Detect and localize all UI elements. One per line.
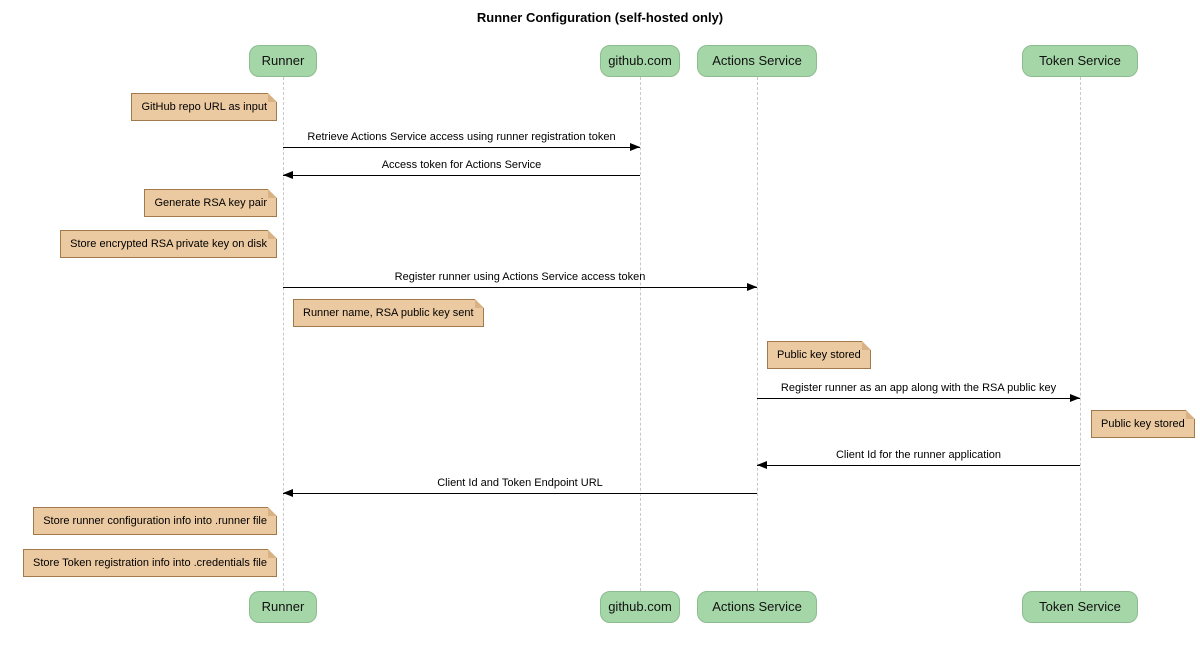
lifeline-github bbox=[640, 77, 641, 591]
participant-token-service-top: Token Service bbox=[1022, 45, 1138, 77]
note-fold-icon bbox=[268, 507, 277, 516]
arrowhead-left-icon bbox=[283, 171, 293, 179]
lifeline-actions-service bbox=[757, 77, 758, 591]
message-register-app: Register runner as an app along with the… bbox=[757, 382, 1080, 402]
arrowhead-right-icon bbox=[630, 143, 640, 151]
participant-runner-bottom: Runner bbox=[249, 591, 317, 623]
note-generate-rsa: Generate RSA key pair bbox=[144, 189, 277, 217]
note-fold-icon bbox=[474, 299, 484, 308]
message-label: Retrieve Actions Service access using ru… bbox=[307, 131, 616, 143]
arrowhead-right-icon bbox=[1070, 394, 1080, 402]
arrowhead-left-icon bbox=[757, 461, 767, 469]
note-fold-icon bbox=[268, 189, 277, 198]
lifeline-runner bbox=[283, 77, 284, 591]
message-label: Access token for Actions Service bbox=[381, 159, 542, 171]
note-text: Store Token registration info into .cred… bbox=[33, 557, 267, 569]
note-public-key-stored-token: Public key stored bbox=[1091, 410, 1195, 438]
message-label: Client Id and Token Endpoint URL bbox=[437, 477, 603, 489]
participant-token-service-bottom: Token Service bbox=[1022, 591, 1138, 623]
note-text: GitHub repo URL as input bbox=[141, 101, 267, 113]
note-runner-name-sent: Runner name, RSA public key sent bbox=[293, 299, 484, 327]
arrowhead-right-icon bbox=[747, 283, 757, 291]
message-line bbox=[283, 283, 757, 291]
note-text: Runner name, RSA public key sent bbox=[303, 307, 474, 319]
note-store-runner-file: Store runner configuration info into .ru… bbox=[33, 507, 277, 535]
lifeline-token-service bbox=[1080, 77, 1081, 591]
note-store-private-key: Store encrypted RSA private key on disk bbox=[60, 230, 277, 258]
message-access-token: Access token for Actions Service bbox=[283, 159, 640, 179]
message-line bbox=[283, 171, 640, 179]
message-register-runner: Register runner using Actions Service ac… bbox=[283, 271, 757, 291]
message-label: Register runner using Actions Service ac… bbox=[394, 271, 646, 283]
note-repo-url: GitHub repo URL as input bbox=[131, 93, 277, 121]
diagram-title: Runner Configuration (self-hosted only) bbox=[476, 10, 724, 25]
note-fold-icon bbox=[268, 549, 277, 558]
participant-actions-service-top: Actions Service bbox=[697, 45, 817, 77]
message-client-id-endpoint: Client Id and Token Endpoint URL bbox=[283, 477, 757, 497]
note-fold-icon bbox=[1185, 410, 1195, 419]
participant-github-top: github.com bbox=[600, 45, 680, 77]
message-label: Client Id for the runner application bbox=[835, 449, 1002, 461]
message-retrieve-access: Retrieve Actions Service access using ru… bbox=[283, 131, 640, 151]
message-line bbox=[757, 461, 1080, 469]
note-fold-icon bbox=[268, 93, 277, 102]
note-text: Store encrypted RSA private key on disk bbox=[70, 238, 267, 250]
message-label: Register runner as an app along with the… bbox=[780, 382, 1057, 394]
note-text: Public key stored bbox=[777, 349, 861, 361]
message-line bbox=[757, 394, 1080, 402]
note-fold-icon bbox=[268, 230, 277, 239]
message-line bbox=[283, 143, 640, 151]
note-store-credentials-file: Store Token registration info into .cred… bbox=[23, 549, 277, 577]
note-text: Store runner configuration info into .ru… bbox=[43, 515, 267, 527]
participant-github-bottom: github.com bbox=[600, 591, 680, 623]
note-fold-icon bbox=[861, 341, 871, 350]
arrowhead-left-icon bbox=[283, 489, 293, 497]
note-text: Public key stored bbox=[1101, 418, 1185, 430]
note-text: Generate RSA key pair bbox=[154, 197, 267, 209]
note-public-key-stored-actions: Public key stored bbox=[767, 341, 871, 369]
participant-actions-service-bottom: Actions Service bbox=[697, 591, 817, 623]
message-client-id: Client Id for the runner application bbox=[757, 449, 1080, 469]
message-line bbox=[283, 489, 757, 497]
participant-runner-top: Runner bbox=[249, 45, 317, 77]
